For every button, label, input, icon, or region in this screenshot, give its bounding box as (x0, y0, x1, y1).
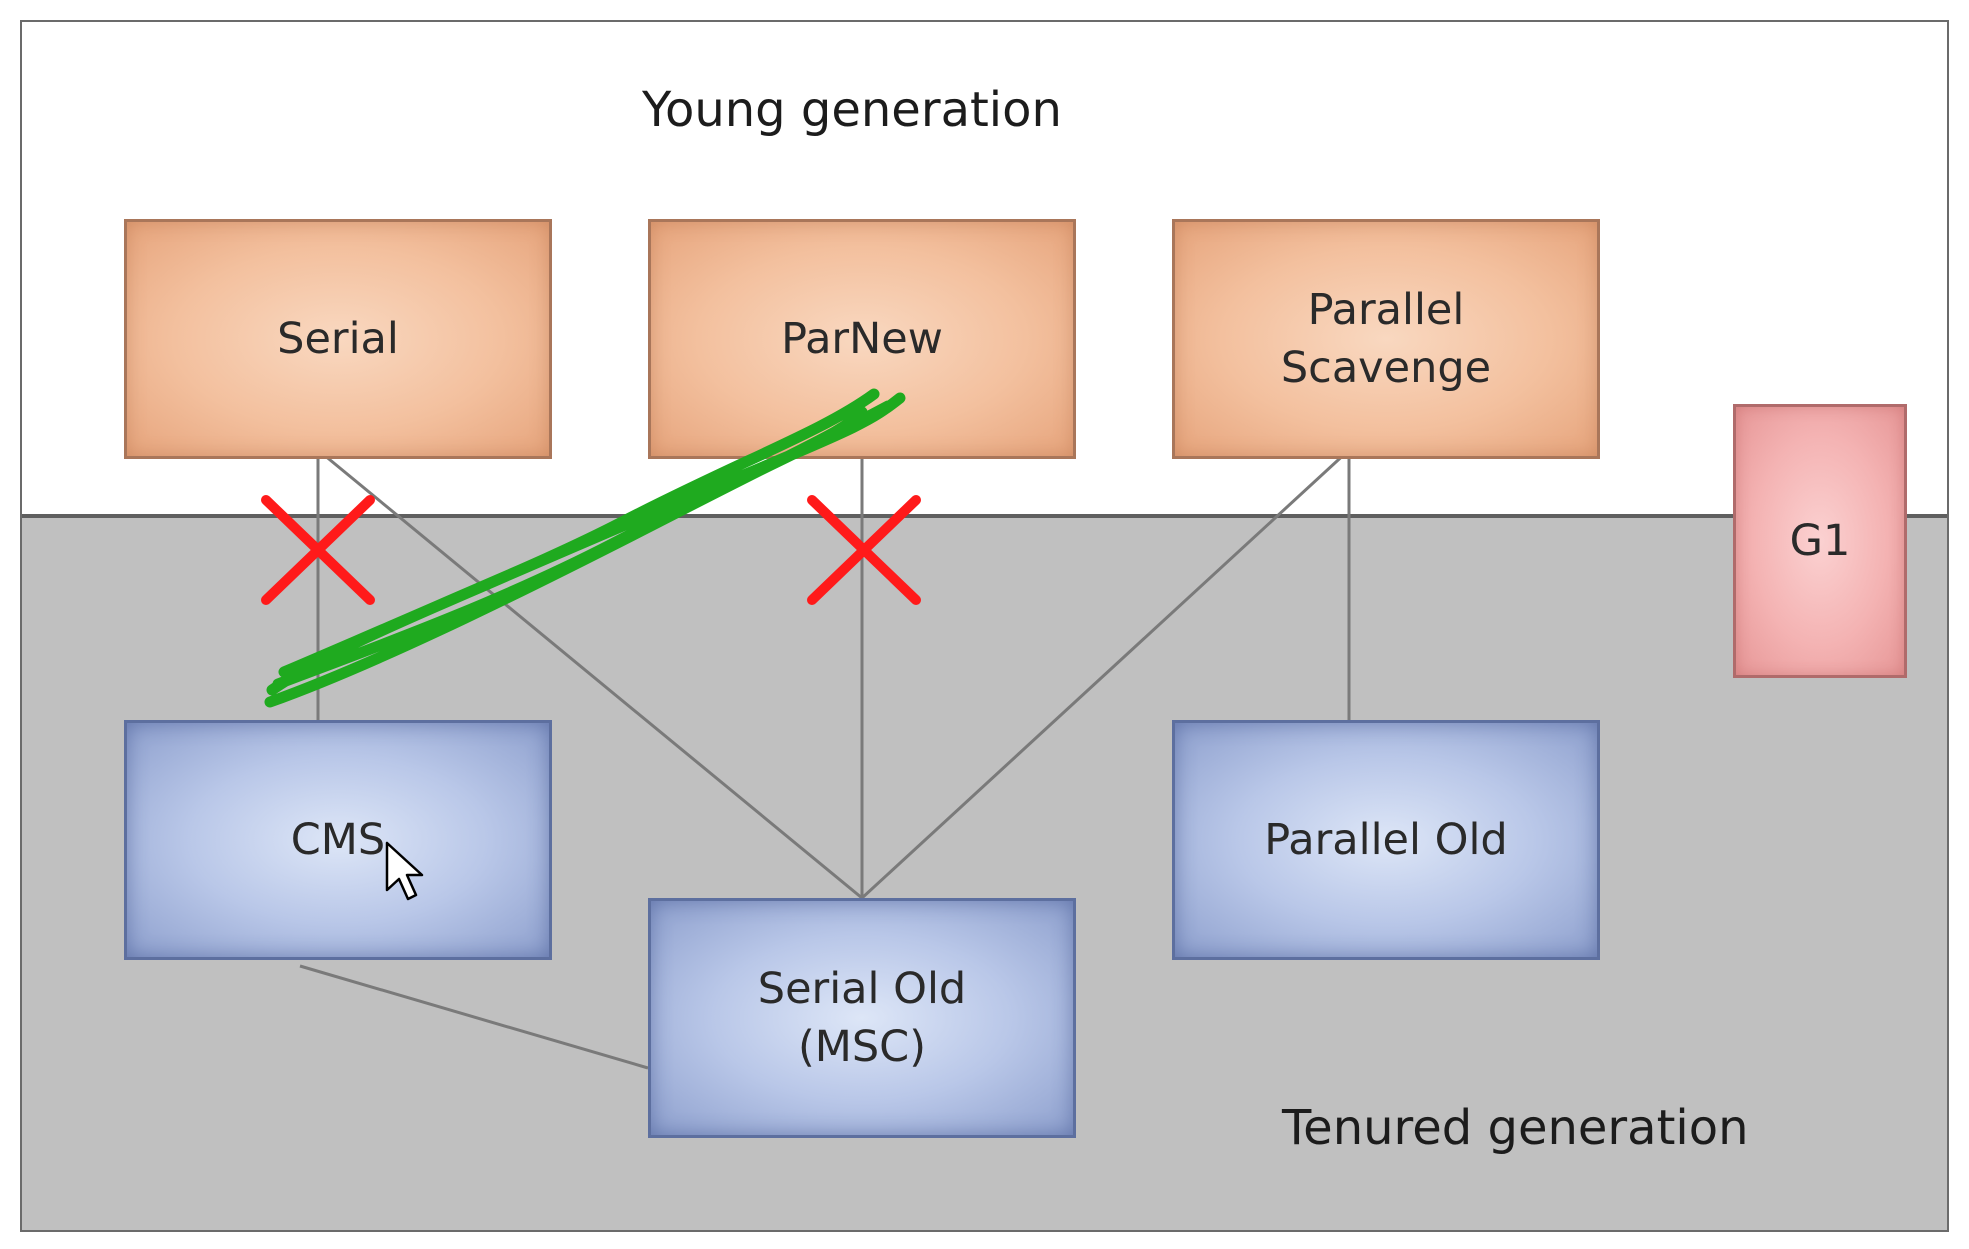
parallel-old-collector-label: Parallel Old (1264, 815, 1508, 865)
g1-collector-box: G1 (1733, 404, 1907, 678)
cms-collector-box: CMS (124, 720, 552, 960)
green-highlight-stroke (264, 388, 906, 708)
connection-lines (299, 448, 1351, 1070)
g1-collector-label: G1 (1789, 516, 1851, 566)
serial-old-label-line1: Serial Old (757, 964, 967, 1014)
tenured-generation-label: Tenured generation (1282, 1100, 1749, 1156)
cross-mark-icon (807, 495, 921, 605)
parallel-old-collector-box: Parallel Old (1172, 720, 1600, 960)
serial-collector-box: Serial (124, 219, 552, 459)
serial-old-collector-box: Serial Old (MSC) (648, 898, 1076, 1138)
parallel-scavenge-label-line1: Parallel (1307, 285, 1465, 335)
young-generation-label: Young generation (642, 82, 1062, 138)
serial-collector-label: Serial (277, 314, 399, 364)
diagram-frame: Young generation Tenured generation Seri… (20, 20, 1949, 1232)
generation-divider (22, 514, 1947, 518)
line-ps-serial-old (860, 448, 1351, 900)
cross-mark-icon (261, 495, 375, 605)
parallel-scavenge-collector-box: Parallel Scavenge (1172, 219, 1600, 459)
mouse-cursor-icon (385, 841, 424, 901)
serial-old-label-line2: (MSC) (798, 1022, 926, 1072)
line-serial-serial-old (317, 448, 863, 900)
parnew-collector-label: ParNew (781, 314, 943, 364)
cms-collector-label: CMS (290, 815, 386, 865)
annotation-overlay (261, 388, 921, 901)
parallel-scavenge-label-line2: Scavenge (1280, 343, 1492, 393)
line-cms-serial-old (299, 964, 649, 1070)
